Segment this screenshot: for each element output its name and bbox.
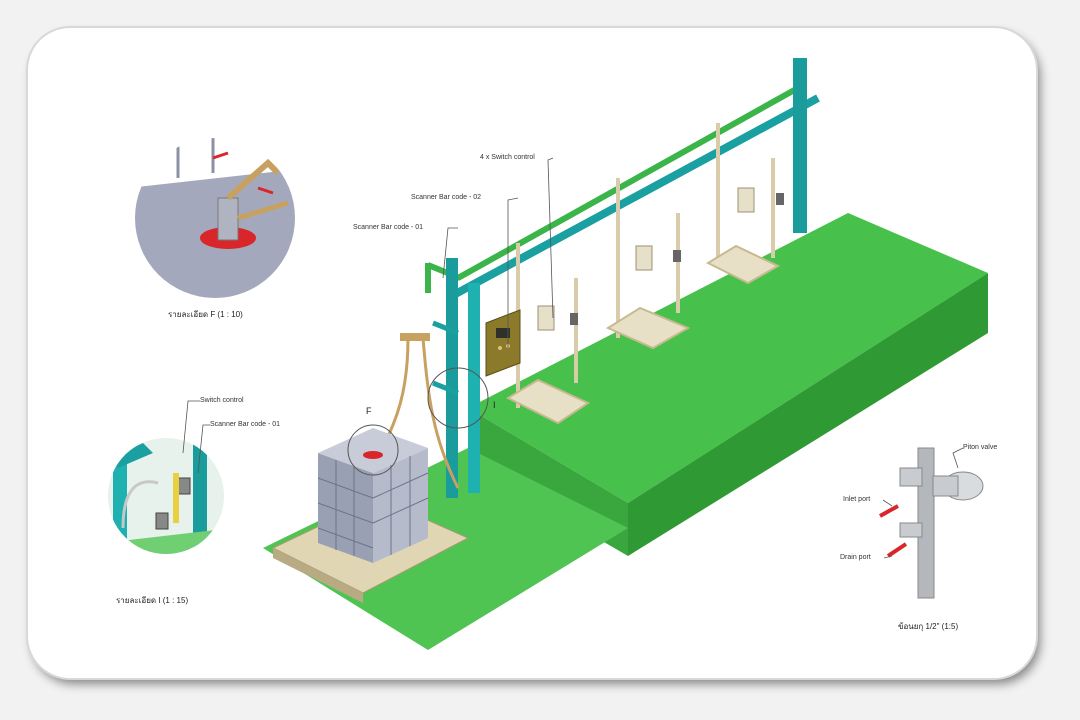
- scanner-box-2: [635, 245, 653, 271]
- tank-front: [318, 453, 373, 563]
- tank-valve-red: [363, 451, 383, 459]
- detail-f-marker: F: [366, 406, 372, 416]
- label-inlet-port: Inlet port: [843, 496, 871, 503]
- switch-box-3: [776, 193, 784, 205]
- switch-box-1: [570, 313, 578, 325]
- isometric-scene: [108, 58, 988, 650]
- label-drain-port: Drain port: [840, 554, 871, 561]
- detail-i-inset: [108, 438, 224, 554]
- teal-beam: [446, 94, 820, 302]
- scanner-box-1: [537, 305, 555, 331]
- control-panel: [485, 309, 521, 377]
- valve-caption: ข้อนยกุ 1/2" (1:5): [898, 622, 959, 631]
- valve-detail: [879, 447, 984, 599]
- floor-front: [628, 273, 988, 556]
- detail-i-circle: [427, 367, 489, 429]
- label-scanner-bar-code-01-detail: Scanner Bar code - 01: [210, 421, 281, 428]
- right-post: [793, 58, 807, 233]
- label-switch-control: Switch control: [200, 397, 244, 404]
- tank-top: [318, 428, 428, 473]
- stations: [505, 123, 781, 425]
- drawing-frame: รายละเอียด F (1 : 10) รายละเอียด I (1 : …: [28, 28, 1036, 678]
- left-post-a: [446, 258, 458, 498]
- switch-box-2: [673, 250, 681, 262]
- scanner-box-3: [737, 187, 755, 213]
- detail-i-marker: I: [493, 400, 496, 410]
- ibc-tank: [271, 424, 470, 603]
- station-boxes: [537, 187, 784, 331]
- detail-i-caption: รายละเอียด I (1 : 15): [116, 596, 189, 605]
- gantry: [425, 58, 820, 498]
- inlet-handle: [879, 504, 899, 518]
- detail-f-caption: รายละเอียด F (1 : 10): [168, 310, 243, 319]
- drain-handle: [886, 542, 908, 558]
- label-piton-valve: Piton valve: [963, 444, 998, 451]
- leader-lines: [182, 157, 964, 559]
- floor-top: [468, 213, 988, 503]
- detail-f-inset: [135, 138, 295, 298]
- detail-f-circle: [347, 424, 399, 476]
- green-pipe: [456, 85, 800, 281]
- label-switch-control-4x: 4 x Switch control: [480, 154, 535, 161]
- left-post-b: [468, 283, 480, 493]
- tank-side: [373, 448, 428, 563]
- label-scanner-bar-code-01: Scanner Bar code - 01: [353, 224, 424, 231]
- label-scanner-bar-code-02: Scanner Bar code - 02: [411, 194, 482, 201]
